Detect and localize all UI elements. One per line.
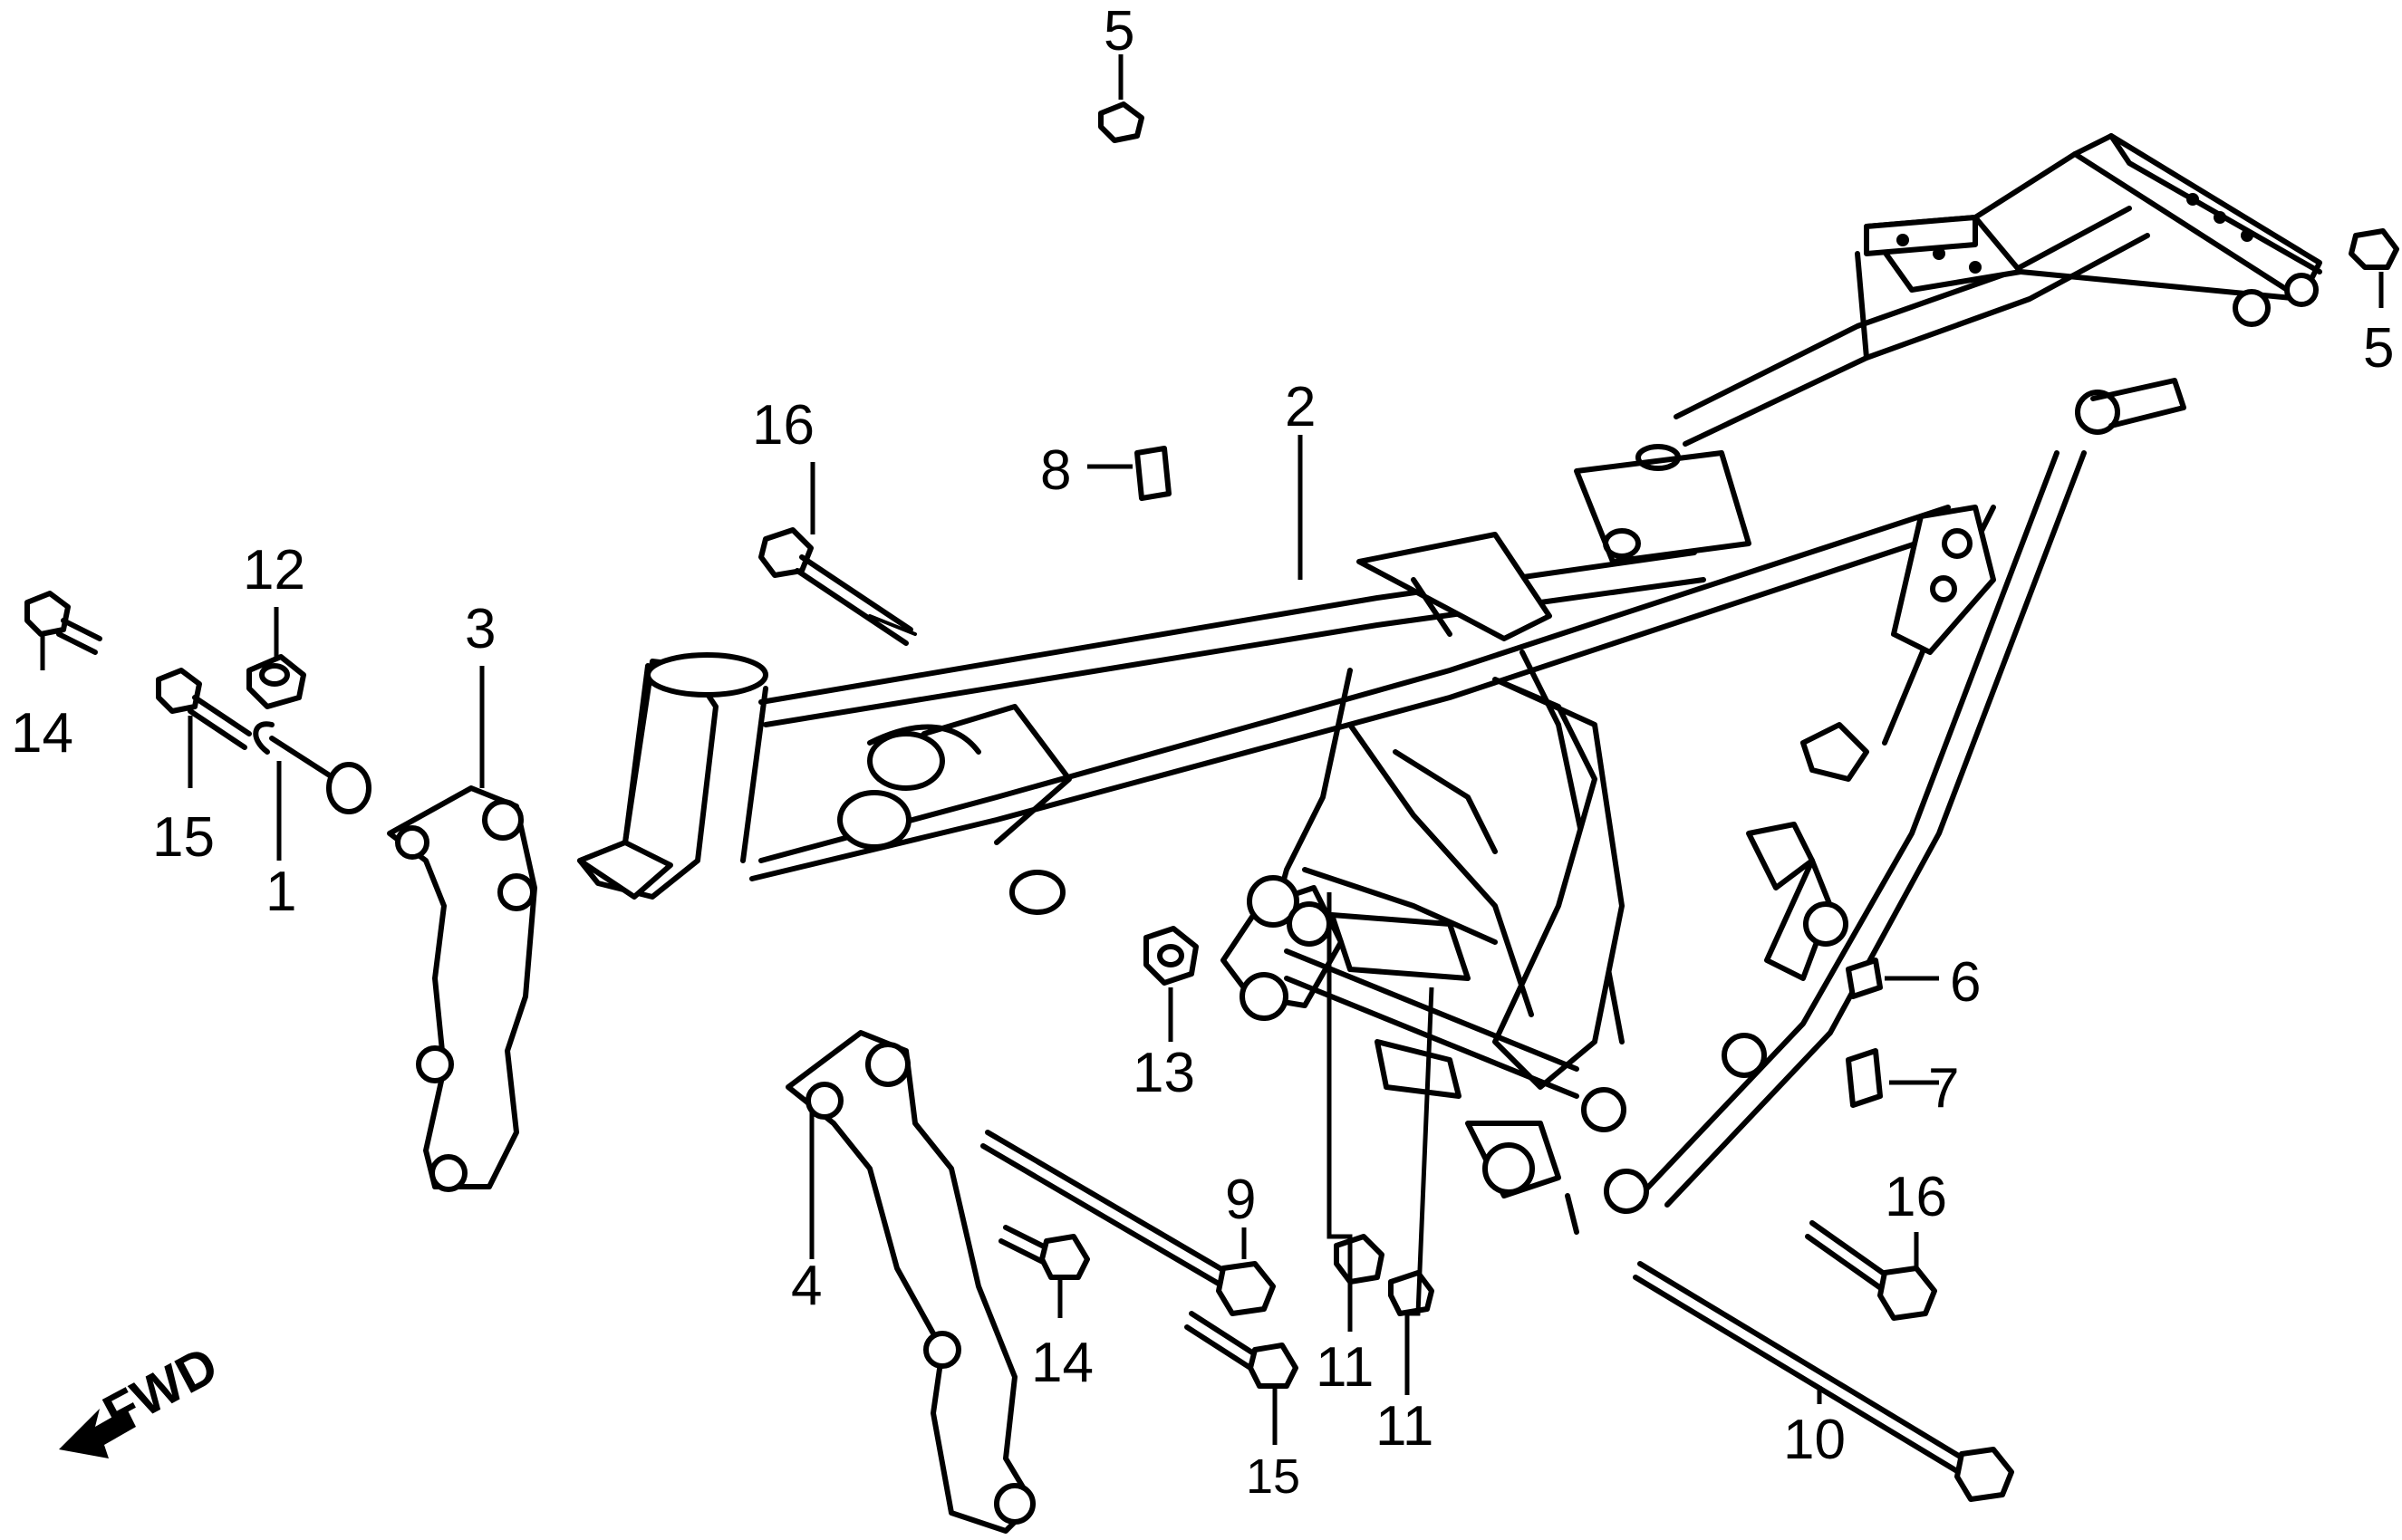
fwd-label: FWD — [94, 1335, 227, 1443]
bolt-10 — [1633, 1261, 2014, 1502]
leader-lines — [40, 54, 2384, 1445]
bolt-14-lower — [998, 1225, 1090, 1280]
callout-5-top: 5 — [1104, 0, 1134, 63]
callout-9: 9 — [1225, 1169, 1256, 1231]
callout-5-right: 5 — [2363, 317, 2394, 380]
callout-14-lower: 14 — [1031, 1332, 1094, 1394]
callout-7: 7 — [1928, 1057, 1959, 1120]
bolt-15-lower — [1184, 1311, 1298, 1389]
callout-1: 1 — [265, 861, 296, 923]
callout-8: 8 — [1040, 439, 1071, 502]
engine-hanger-3 — [387, 785, 537, 1192]
callout-14-left: 14 — [11, 702, 73, 765]
bolt-9 — [980, 1130, 1276, 1316]
fwd-arrow: FWD — [59, 1335, 227, 1458]
callout-13: 13 — [1133, 1042, 1195, 1104]
callout-4: 4 — [791, 1255, 822, 1317]
callout-12: 12 — [243, 539, 305, 602]
bolt-14-left — [24, 591, 102, 655]
nut-5-top — [1098, 101, 1144, 143]
callout-2: 2 — [1285, 376, 1316, 438]
callout-16-upper: 16 — [752, 394, 815, 457]
bolt-15-left — [156, 668, 252, 750]
callout-16-lower: 16 — [1885, 1166, 1947, 1228]
callout-labels: 2 16 8 12 3 14 15 1 5 5 6 7 13 9 16 4 14… — [11, 0, 2394, 1504]
plate-8 — [1134, 446, 1172, 501]
nut-13 — [1143, 926, 1199, 986]
plate-7 — [1846, 1048, 1883, 1108]
bolt-16-upper — [758, 527, 917, 646]
callout-15-lower: 15 — [1246, 1449, 1300, 1504]
nut-11-right — [1388, 1270, 1434, 1316]
callout-3: 3 — [465, 598, 496, 660]
nut-5-right — [2349, 228, 2399, 270]
main-frame — [577, 133, 2322, 1235]
engine-hanger-4 — [786, 1030, 1036, 1534]
callout-11-left: 11 — [1316, 1336, 1374, 1399]
callout-15-left: 15 — [152, 806, 215, 869]
nut-11-left — [1334, 1234, 1384, 1285]
nut-12 — [246, 654, 306, 709]
callout-6: 6 — [1950, 951, 1981, 1014]
clip-1 — [253, 721, 371, 814]
callout-10: 10 — [1783, 1409, 1846, 1471]
plate-6 — [1846, 958, 1883, 999]
callout-11-right: 11 — [1375, 1395, 1433, 1458]
